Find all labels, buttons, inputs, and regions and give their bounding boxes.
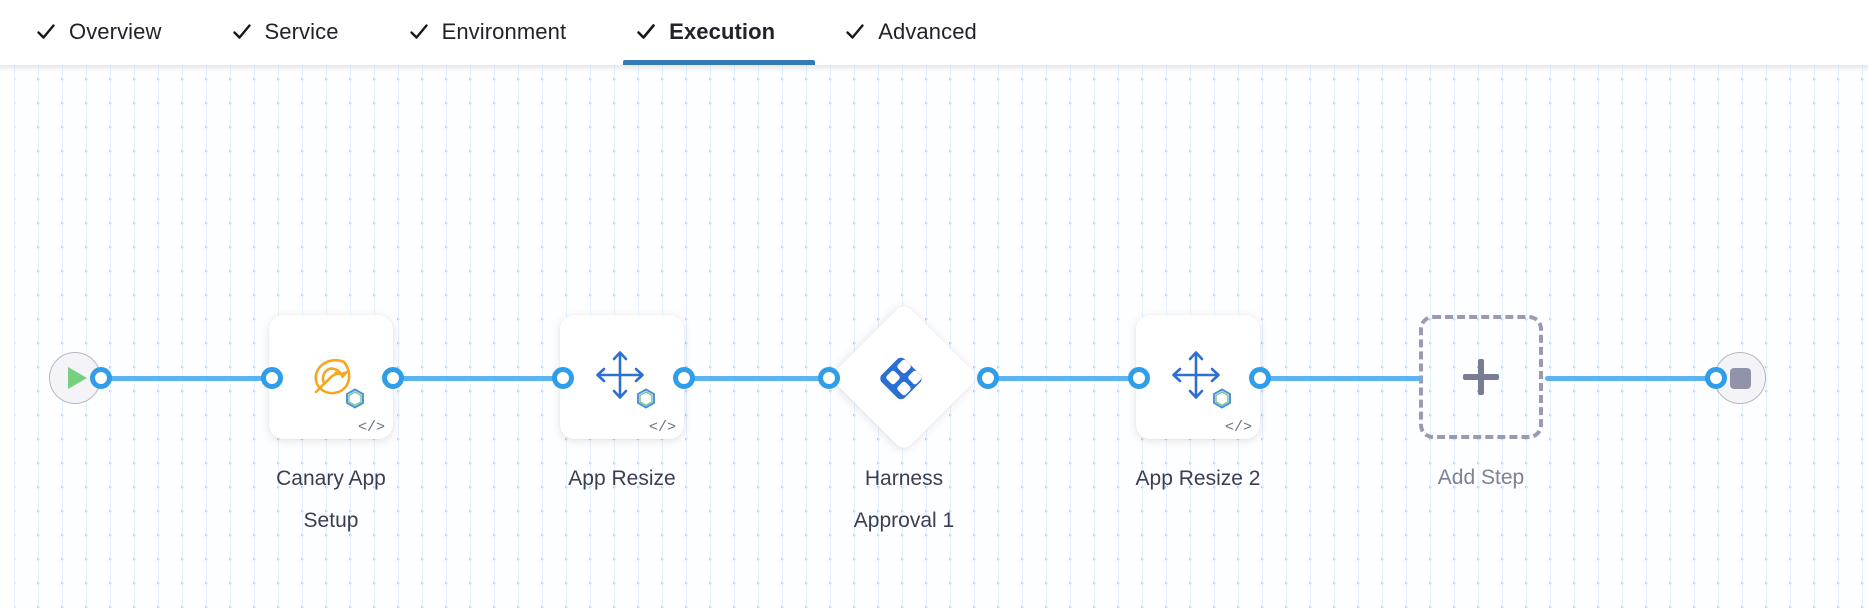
canvas-left-gutter xyxy=(0,65,14,608)
pipeline-canvas[interactable]: </> Canary App Setup xyxy=(0,65,1868,608)
port-end-input[interactable] xyxy=(1705,367,1727,389)
resize-arrows-icon xyxy=(1167,346,1231,409)
code-badge-icon[interactable]: </> xyxy=(1224,419,1252,436)
tab-label: Service xyxy=(264,19,339,44)
port-app-resize-2-output[interactable] xyxy=(1249,367,1271,389)
play-icon xyxy=(68,367,87,389)
add-step-button[interactable] xyxy=(1419,315,1543,439)
port-canary-output[interactable] xyxy=(382,367,404,389)
tab-label: Advanced xyxy=(878,19,977,44)
port-start-output[interactable] xyxy=(90,367,112,389)
add-step-label: Add Step xyxy=(1437,466,1525,489)
edge-approval-to-resize2[interactable] xyxy=(980,376,1140,381)
check-icon xyxy=(36,22,56,42)
edge-canary-to-resize[interactable] xyxy=(385,376,563,381)
edge-addstep-to-end[interactable] xyxy=(1545,376,1715,381)
edge-resize-to-approval[interactable] xyxy=(676,376,840,381)
port-approval-output[interactable] xyxy=(977,367,999,389)
pipeline-graph: </> Canary App Setup xyxy=(0,65,1868,608)
step-node-canary-app-setup[interactable]: </> xyxy=(269,315,393,439)
stop-icon xyxy=(1729,367,1751,389)
approval-node-harness-approval-1[interactable] xyxy=(829,302,979,452)
plus-icon-vertical xyxy=(1478,359,1484,395)
tab-label: Overview xyxy=(69,19,162,44)
port-canary-input[interactable] xyxy=(261,367,283,389)
canary-bird-icon xyxy=(300,346,364,409)
step-label-canary-app-setup: Canary App Setup xyxy=(276,467,386,532)
step-label-app-resize-2: App Resize 2 xyxy=(1135,467,1261,490)
check-icon xyxy=(845,22,865,42)
check-icon xyxy=(232,22,252,42)
tab-overview[interactable]: Overview xyxy=(36,0,162,65)
code-badge-icon[interactable]: </> xyxy=(648,419,676,436)
edge-start-to-canary[interactable] xyxy=(100,376,272,381)
port-app-resize-input[interactable] xyxy=(552,367,574,389)
code-badge-icon[interactable]: </> xyxy=(357,419,385,436)
resize-arrows-icon xyxy=(591,346,655,409)
tab-label: Environment xyxy=(441,19,567,44)
port-app-resize-2-input[interactable] xyxy=(1128,367,1150,389)
wizard-tab-bar: Overview Service Environment Execution A… xyxy=(0,0,1868,65)
edge-resize2-to-addstep[interactable] xyxy=(1252,376,1422,381)
tab-environment[interactable]: Environment xyxy=(409,0,567,65)
tab-advanced[interactable]: Advanced xyxy=(845,0,977,65)
check-icon xyxy=(636,22,656,42)
tab-execution[interactable]: Execution xyxy=(623,0,816,65)
step-label-harness-approval-1: Harness Approval 1 xyxy=(853,467,955,532)
step-node-app-resize[interactable]: </> xyxy=(560,315,684,439)
check-icon xyxy=(409,22,429,42)
step-label-app-resize: App Resize xyxy=(568,467,676,490)
port-approval-input[interactable] xyxy=(818,367,840,389)
step-node-app-resize-2[interactable]: </> xyxy=(1136,315,1260,439)
tab-label: Execution xyxy=(669,19,776,44)
tab-service[interactable]: Service xyxy=(232,0,339,65)
port-app-resize-output[interactable] xyxy=(673,367,695,389)
